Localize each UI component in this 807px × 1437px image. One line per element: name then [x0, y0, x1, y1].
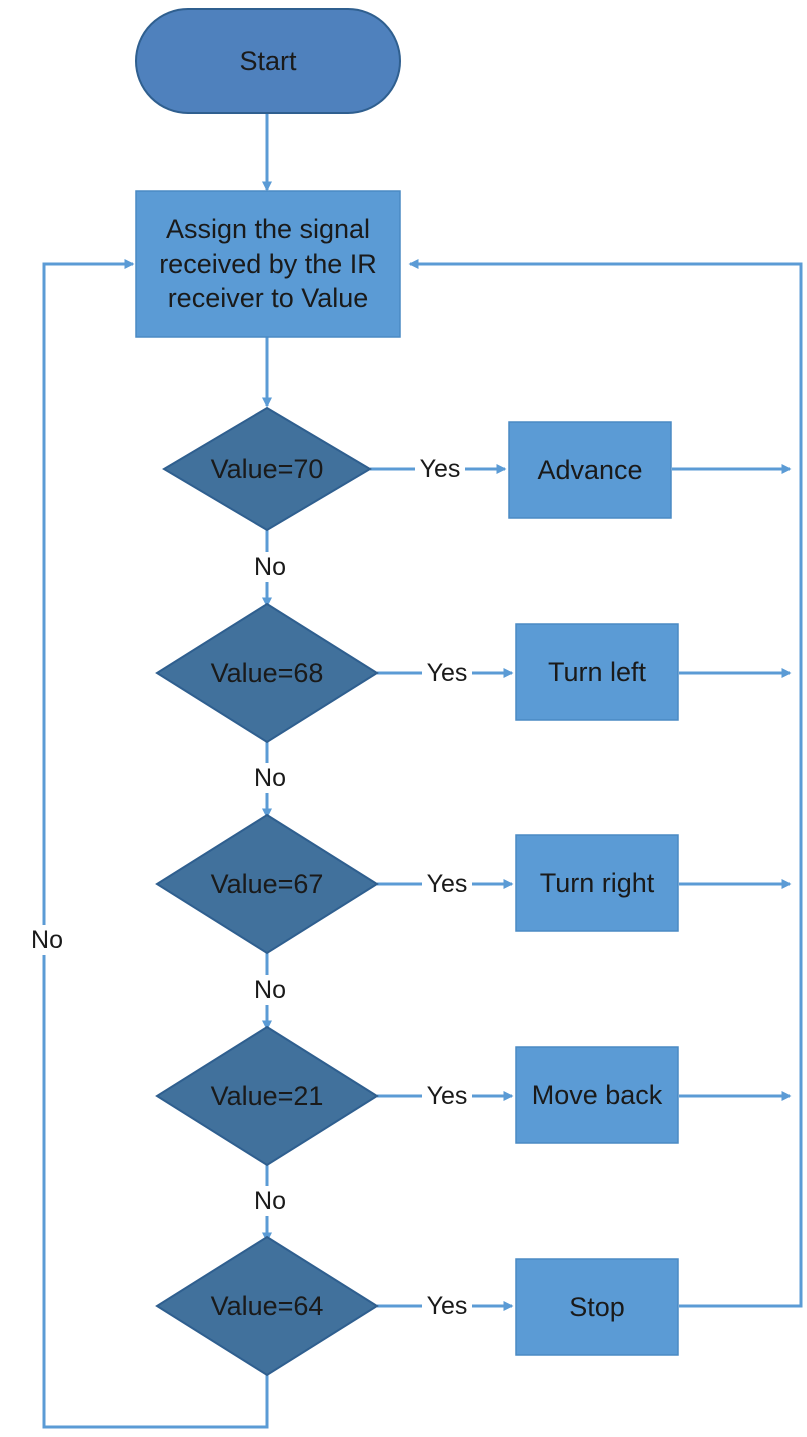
- action-label-3: Turn right: [539, 867, 655, 898]
- no-label-4: No: [247, 1186, 293, 1216]
- decision-diamond-4: [155, 1025, 379, 1167]
- decision-diamond-2: [155, 602, 379, 744]
- action-box-3: [515, 834, 679, 932]
- connectors: [42, 113, 803, 1429]
- yes-label-5: Yes: [422, 1291, 472, 1321]
- action-label-5: Stop: [569, 1291, 625, 1322]
- decision-condition-5: Value=64: [210, 1290, 324, 1321]
- no-label-2: No: [247, 763, 293, 793]
- connector-left-loop: [42, 259, 269, 1429]
- no-label-1: No: [247, 552, 293, 582]
- yes-label-3: Yes: [422, 869, 472, 899]
- decision-diamond-1: [162, 406, 372, 532]
- connector-right-loop: [408, 259, 803, 1308]
- decision-condition-4: Value=21: [210, 1080, 324, 1111]
- decision-condition-2: Value=68: [210, 657, 324, 688]
- start-label: Start: [239, 45, 297, 76]
- action-label-2: Turn left: [547, 656, 647, 687]
- no-label-3: No: [247, 975, 293, 1005]
- no-label-5: No: [24, 925, 70, 955]
- decision-diamond-5: [155, 1235, 379, 1377]
- shapes: [135, 8, 679, 1377]
- action-label-1: Advance: [537, 454, 643, 485]
- action-box-5: [515, 1258, 679, 1356]
- action-box-2: [515, 623, 679, 721]
- action-box-1: [508, 421, 672, 519]
- decision-diamond-3: [155, 813, 379, 955]
- yes-label-4: Yes: [422, 1081, 472, 1111]
- assign-label: Assign the signal received by the IR rec…: [159, 214, 377, 314]
- yes-label-1: Yes: [415, 454, 465, 484]
- action-label-4: Move back: [531, 1079, 663, 1110]
- assign-process-box: [135, 190, 401, 338]
- decision-condition-1: Value=70: [210, 453, 324, 484]
- yes-label-2: Yes: [422, 658, 472, 688]
- decision-condition-3: Value=67: [210, 868, 324, 899]
- start-terminator: [135, 8, 401, 114]
- action-box-4: [515, 1046, 679, 1144]
